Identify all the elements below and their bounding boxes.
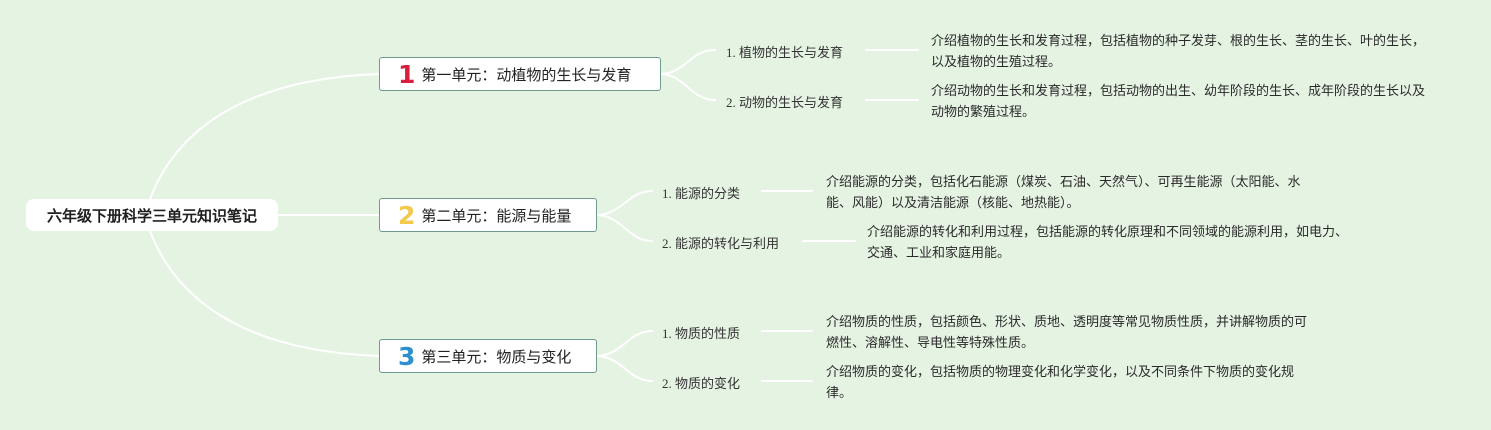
connector-root-unit-1 (149, 73, 381, 200)
unit-number-badge: 1 (398, 59, 416, 89)
connector-unit-2-topic-1 (595, 190, 653, 216)
unit-node-2[interactable]: 2 第二单元：能源与能量 (379, 198, 597, 232)
topic-desc-3-2: 介绍物质的变化，包括物质的物理变化和化学变化，以及不同条件下物质的变化规律。 (826, 365, 1295, 401)
topic-node-3-2[interactable]: 2. 物质的变化 (662, 376, 741, 391)
topic-node-1-2[interactable]: 2. 动物的生长与发育 (726, 95, 844, 110)
root-title: 六年级下册科学三单元知识笔记 (46, 206, 257, 225)
connector-root-unit-3 (149, 230, 381, 357)
unit-title: 第三单元：物质与变化 (421, 347, 572, 366)
topic-desc-3-1: 介绍物质的性质，包括颜色、形状、质地、透明度等常见物质性质，并讲解物质的可燃性、… (826, 315, 1308, 351)
topic-desc-1-1: 介绍植物的生长和发育过程，包括植物的种子发芽、根的生长、茎的生长、叶的生长，以及… (931, 34, 1426, 70)
root-node[interactable]: 六年级下册科学三单元知识笔记 (26, 199, 278, 231)
connector-unit-2-topic-2 (595, 214, 653, 242)
topic-node-2-2[interactable]: 2. 能源的转化与利用 (662, 236, 780, 251)
topic-desc-2-1: 介绍能源的分类，包括化石能源（煤炭、石油、天然气）、可再生能源（太阳能、水能、风… (826, 175, 1301, 211)
unit-node-3[interactable]: 3 第三单元：物质与变化 (379, 339, 597, 373)
unit-number-badge: 3 (398, 341, 416, 371)
topic-node-3-1[interactable]: 1. 物质的性质 (662, 326, 741, 341)
topic-node-2-1[interactable]: 1. 能源的分类 (662, 186, 741, 201)
connector-unit-1-topic-1 (659, 49, 716, 75)
topic-node-1-1[interactable]: 1. 植物的生长与发育 (726, 45, 844, 60)
connector-unit-3-topic-1 (595, 330, 653, 357)
unit-node-1[interactable]: 1 第一单元：动植物的生长与发育 (379, 57, 661, 91)
connector-unit-1-topic-2 (659, 73, 716, 101)
topic-desc-2-2: 介绍能源的转化和利用过程，包括能源的转化原理和不同领域的能源利用，如电力、交通、… (867, 225, 1349, 261)
unit-title: 第一单元：动植物的生长与发育 (421, 65, 632, 84)
unit-number-badge: 2 (398, 200, 416, 230)
connector-unit-3-topic-2 (595, 355, 653, 382)
unit-title: 第二单元：能源与能量 (421, 206, 572, 225)
topic-desc-1-2: 介绍动物的生长和发育过程，包括动物的出生、幼年阶段的生长、成年阶段的生长以及动物… (931, 84, 1426, 120)
